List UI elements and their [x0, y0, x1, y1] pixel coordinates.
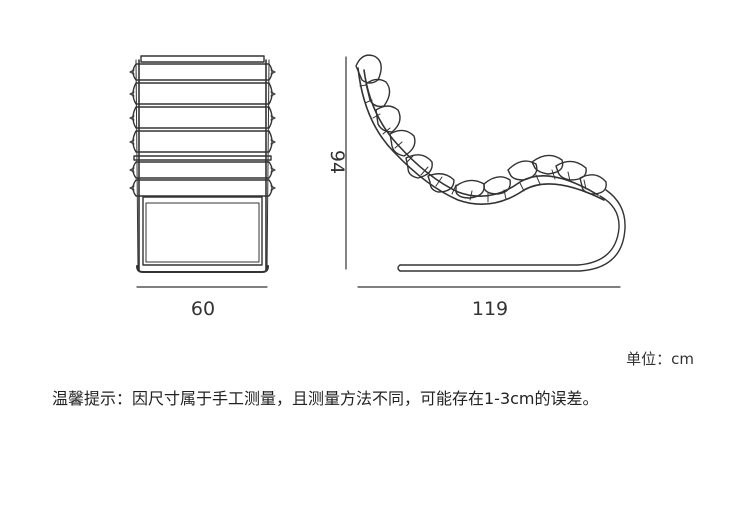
side-cushions [355, 54, 607, 199]
measurement-note: 温馨提示：因尺寸属于手工测量，且测量方法不同，可能存在1-3cm的误差。 [52, 389, 599, 408]
cushion-bands [132, 63, 273, 197]
length-label: 119 [471, 298, 509, 320]
chair-front-view [129, 55, 276, 273]
unit-label: 单位：cm [626, 350, 694, 368]
width-label: 60 [190, 298, 216, 320]
chair-side-view [355, 54, 626, 272]
height-label: 94 [326, 149, 348, 175]
